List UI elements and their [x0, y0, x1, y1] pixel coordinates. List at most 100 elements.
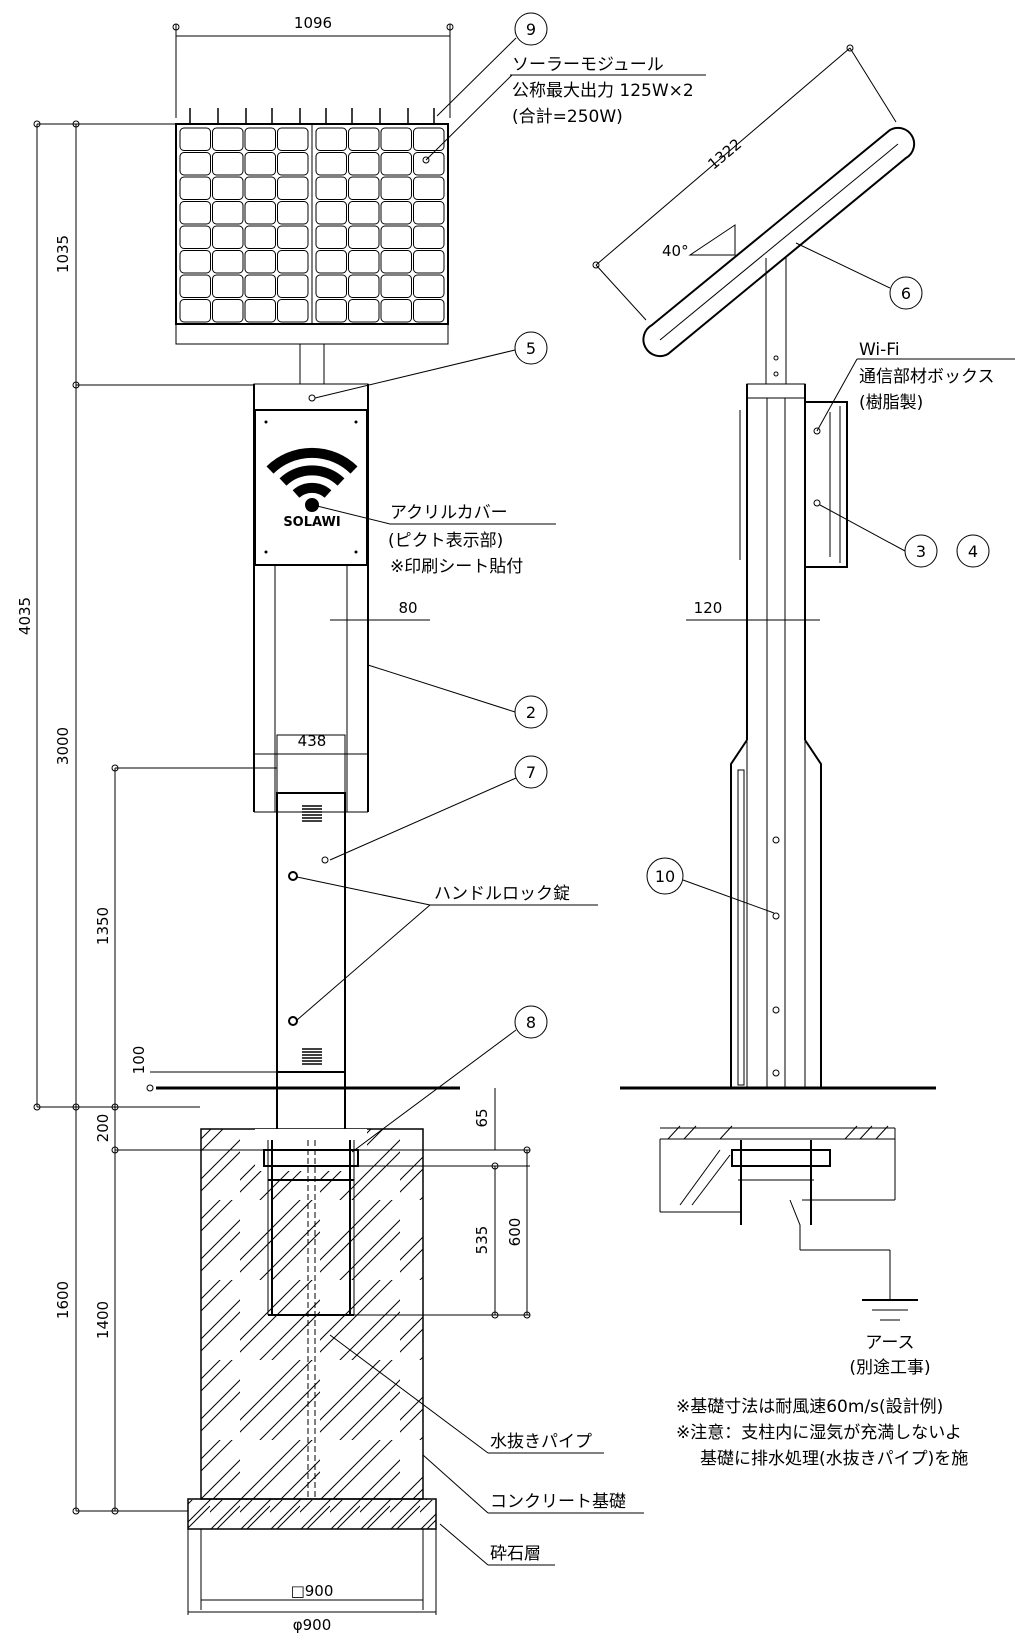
solar-cell	[413, 274, 445, 298]
svg-text:□900: □900	[291, 1582, 334, 1600]
callout-5: 5	[314, 331, 548, 399]
svg-text:1350: 1350	[94, 907, 112, 945]
svg-text:※注意：支柱内に湿気が充満しないよ: ※注意：支柱内に湿気が充満しないよ	[676, 1423, 962, 1443]
solar-cell	[315, 274, 347, 298]
solar-cell	[244, 127, 276, 151]
svg-text:基礎に排水処理(水抜きパイプ)を施: 基礎に排水処理(水抜きパイプ)を施	[700, 1449, 968, 1469]
svg-text:100: 100	[130, 1046, 148, 1075]
solar-cell	[348, 225, 380, 249]
solar-cell	[348, 250, 380, 274]
svg-text:※印刷シート貼付: ※印刷シート貼付	[390, 557, 523, 577]
svg-text:40°: 40°	[662, 242, 689, 260]
solar-cell	[380, 176, 412, 200]
svg-text:438: 438	[298, 732, 327, 750]
svg-text:10: 10	[655, 867, 675, 886]
solar-cell	[212, 274, 244, 298]
solar-cell	[315, 225, 347, 249]
solar-cell	[380, 274, 412, 298]
svg-text:ハンドルロック錠: ハンドルロック錠	[434, 884, 570, 904]
solar-cell	[413, 201, 445, 225]
front-vertical-dimensions: 4035 1035 3000 1350 100 200 1600 1400	[16, 120, 277, 1515]
svg-text:3000: 3000	[54, 727, 72, 765]
concrete-base-label: コンクリート基礎	[422, 1454, 644, 1514]
solar-cell	[380, 250, 412, 274]
acrylic-cover-label: アクリルカバー (ピクト表示部) ※印刷シート貼付	[312, 503, 556, 577]
solar-cell	[179, 127, 211, 151]
solar-cell	[348, 127, 380, 151]
solar-cell	[244, 299, 276, 323]
svg-text:4: 4	[968, 542, 978, 561]
svg-text:1400: 1400	[94, 1301, 112, 1339]
svg-text:(合計=250W): (合計=250W)	[512, 107, 623, 127]
solar-cell	[348, 274, 380, 298]
solar-cell	[212, 201, 244, 225]
brand-logo: SOLAWI	[283, 515, 340, 530]
dim-panel-width: 1096	[172, 14, 454, 118]
solar-cell	[179, 274, 211, 298]
solar-module-front	[175, 108, 449, 345]
solar-cell	[244, 274, 276, 298]
solar-cell	[179, 250, 211, 274]
solar-cell	[179, 176, 211, 200]
solar-cell	[179, 152, 211, 176]
solar-cell	[212, 250, 244, 274]
svg-text:120: 120	[694, 599, 723, 617]
solar-cell	[244, 152, 276, 176]
pole-front	[253, 384, 369, 813]
solar-cell	[348, 176, 380, 200]
callout-3: 3	[819, 504, 938, 568]
solar-cell	[212, 225, 244, 249]
side-hatch-left	[667, 1125, 733, 1206]
wifi-box-label: Wi-Fi 通信部材ボックス (樹脂製)	[816, 340, 1015, 432]
svg-text:4035: 4035	[16, 597, 34, 635]
solar-cell	[413, 250, 445, 274]
solar-cell	[244, 250, 276, 274]
svg-text:1096: 1096	[294, 14, 332, 32]
solar-module-label: ソーラーモジュール 公称最大出力 125W×2 (合計=250W)	[422, 55, 706, 164]
solar-cell	[277, 225, 309, 249]
earth-label: アース (別途工事)	[849, 1333, 930, 1378]
svg-text:※基礎寸法は耐風速60m/s(設計例): ※基礎寸法は耐風速60m/s(設計例)	[676, 1397, 943, 1417]
svg-text:水抜きパイプ: 水抜きパイプ	[490, 1432, 592, 1452]
solar-cell	[277, 201, 309, 225]
svg-text:80: 80	[398, 599, 417, 617]
svg-text:Wi-Fi: Wi-Fi	[859, 340, 900, 360]
solar-cell	[277, 152, 309, 176]
solar-cell	[179, 225, 211, 249]
svg-text:φ900: φ900	[293, 1616, 332, 1634]
solar-cell	[413, 225, 445, 249]
solar-cell	[348, 299, 380, 323]
solar-cell	[212, 152, 244, 176]
solar-cell	[315, 127, 347, 151]
pole-neck	[299, 343, 325, 385]
solar-cell	[244, 176, 276, 200]
bolt-dimensions: 535 600 65	[354, 1088, 531, 1319]
solar-cell	[348, 201, 380, 225]
solar-cell	[244, 225, 276, 249]
acrylic-cover-sign: SOLAWI	[254, 409, 368, 566]
solar-cell	[277, 274, 309, 298]
svg-text:コンクリート基礎: コンクリート基礎	[490, 1492, 626, 1512]
drain-pipe-label: 水抜きパイプ	[329, 1334, 604, 1454]
solar-cell	[348, 152, 380, 176]
callout-6: 6	[795, 242, 923, 310]
solar-cell	[380, 127, 412, 151]
solar-cell	[212, 127, 244, 151]
solar-cell	[315, 176, 347, 200]
svg-text:7: 7	[526, 763, 536, 782]
base-dims: □900 φ900	[187, 1529, 437, 1634]
front-width-dims: 80 438	[254, 599, 430, 755]
solar-cell	[380, 225, 412, 249]
svg-text:公称最大出力 125W×2: 公称最大出力 125W×2	[512, 81, 694, 101]
solar-cell	[380, 201, 412, 225]
solar-cell	[315, 250, 347, 274]
callout-7: 7	[329, 755, 548, 861]
callout-8: 8	[351, 1005, 548, 1153]
pole-side	[730, 258, 822, 1088]
pole-head	[253, 383, 369, 411]
concrete-foundation	[187, 1128, 437, 1530]
solar-cell	[277, 127, 309, 151]
svg-text:3: 3	[916, 542, 926, 561]
solar-cell	[413, 127, 445, 151]
